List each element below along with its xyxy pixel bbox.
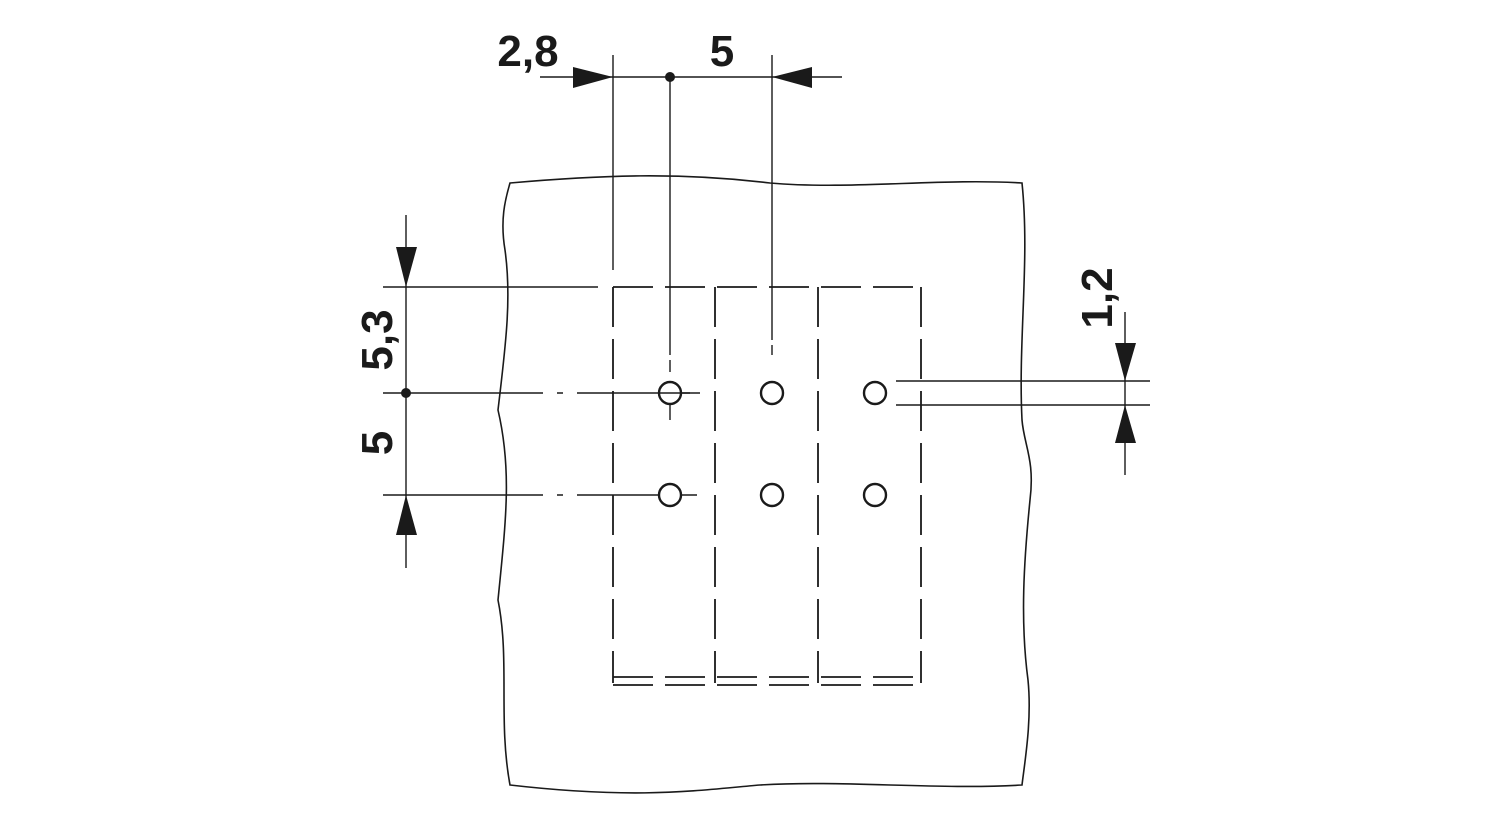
pin-holes	[657, 380, 888, 508]
arrow-edge-down	[396, 247, 417, 287]
dimension-origin-dot-left	[401, 388, 411, 398]
pin-hole	[759, 380, 785, 406]
dimension-origin-dot-top	[665, 72, 675, 82]
dimension-label-pin-offset: 2,8	[497, 27, 558, 76]
arrow-offset-right	[573, 67, 613, 88]
pcb-board-outline	[497, 175, 1033, 794]
pin-hole	[657, 482, 683, 508]
component-outline	[612, 286, 922, 686]
arrow-pitch-left	[772, 67, 812, 88]
dimension-label-hole-diameter: 1,2	[1073, 267, 1122, 328]
arrow-diameter-down	[1115, 343, 1136, 381]
pin-hole	[862, 482, 888, 508]
arrow-pitch-up	[396, 495, 417, 535]
pin-hole	[862, 380, 888, 406]
dimension-label-vertical-pitch: 5	[353, 431, 402, 455]
dimension-label-edge-offset: 5,3	[353, 309, 402, 370]
arrow-diameter-up	[1115, 405, 1136, 443]
pin-hole	[759, 482, 785, 508]
dimension-label-horizontal-pitch: 5	[710, 27, 734, 76]
